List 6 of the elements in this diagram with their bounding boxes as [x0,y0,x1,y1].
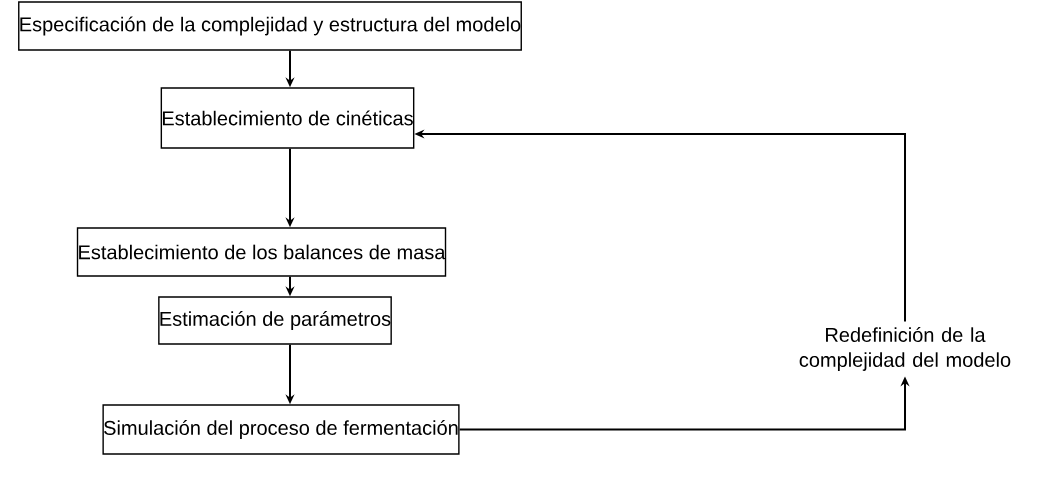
process-box: Estimación de parámetros [158,296,392,345]
process-box: Establecimiento de cinéticas [160,87,415,149]
process-box: Especificación de la complejidad y estructura del modelo [18,1,522,51]
step-label: Redefinición de la complejidad del modelo [799,327,1011,371]
process-box: Simulación del proceso de fermentación [102,404,460,455]
process-box: Establecimiento de los balances de masa [76,227,447,277]
